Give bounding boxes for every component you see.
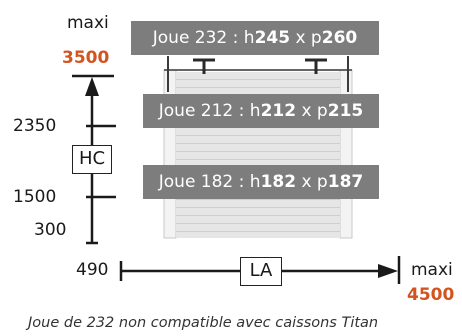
tick-label-2350: 2350 <box>13 116 57 136</box>
joue-182-height: 182 <box>260 172 297 192</box>
la-label-box: LA <box>240 257 282 286</box>
tick-label-300: 300 <box>34 220 67 240</box>
joue-182-prefix: Joue 182 : h <box>158 172 261 192</box>
horizontal-max-value: 4500 <box>407 285 455 305</box>
joue-182-banner: Joue 182 : h182 x p187 <box>143 165 379 199</box>
joue-212-prefix: Joue 212 : h <box>158 101 261 121</box>
la-arrow-right-icon <box>378 264 398 278</box>
compatibility-note: Joue de 232 non compatible avec caissons… <box>28 315 379 331</box>
bracket-left-icon <box>193 58 215 74</box>
hc-arrow-up-icon <box>85 77 99 96</box>
joue-232-depth: 260 <box>321 28 358 48</box>
joue-212-banner: Joue 212 : h212 x p215 <box>143 94 379 128</box>
joue-212-mid: x p <box>296 101 328 121</box>
joue-182-depth: 187 <box>327 172 364 192</box>
joue-212-height: 212 <box>260 101 297 121</box>
joue-232-mid: x p <box>290 28 322 48</box>
hc-label-box: HC <box>72 145 112 174</box>
joue-232-prefix: Joue 232 : h <box>152 28 255 48</box>
vertical-max-value: 3500 <box>62 48 110 68</box>
horizontal-min-value: 490 <box>76 260 109 280</box>
bracket-right-icon <box>305 58 327 74</box>
tick-label-1500: 1500 <box>13 187 57 207</box>
joue-182-mid: x p <box>296 172 328 192</box>
joue-212-depth: 215 <box>327 101 364 121</box>
horizontal-max-label: maxi <box>411 260 453 280</box>
joue-232-height: 245 <box>254 28 291 48</box>
joue-232-banner: Joue 232 : h245 x p260 <box>131 21 379 55</box>
vertical-max-label: maxi <box>67 13 109 33</box>
